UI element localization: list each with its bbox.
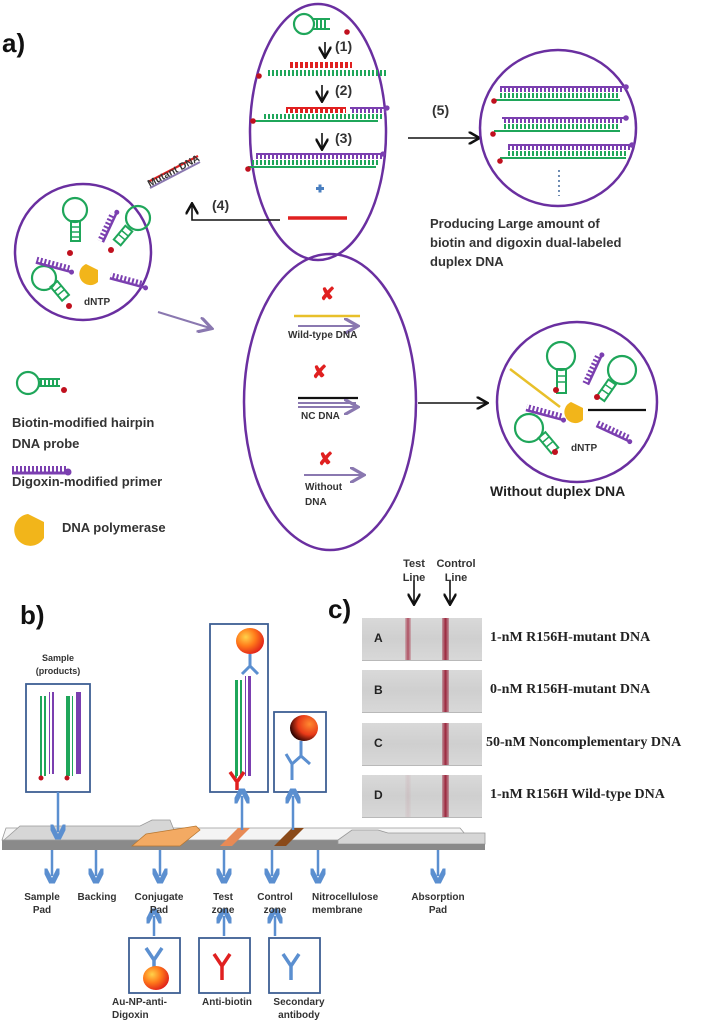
negative-controls-ellipse: ✘ ✘ ✘: [242, 252, 418, 552]
hairpin-probe-icon: [30, 264, 72, 309]
primer-icon: [35, 256, 75, 275]
test-line: [405, 775, 411, 817]
step-2-label: (2): [335, 82, 353, 98]
nc-dna-label: NC DNA: [301, 411, 340, 422]
plus-icon: [316, 184, 324, 193]
panel-c-label: c): [328, 594, 352, 624]
primer-icon: [109, 272, 149, 291]
control-zone-complex-box: [273, 711, 327, 793]
strip-letter: A: [374, 631, 383, 645]
control-line: [442, 618, 449, 660]
without-dna-label: Without DNA: [305, 482, 343, 508]
test-zone-complex-box: [209, 623, 269, 793]
sample-label: Sample (products): [35, 653, 81, 676]
dntp-label-2: dNTP: [571, 443, 598, 454]
reaction-ellipse: [245, 2, 390, 262]
legend-polymerase-label: DNA polymerase: [62, 520, 166, 535]
control-line: [442, 775, 449, 817]
strip-description: 1-nM R156H-mutant DNA: [490, 630, 651, 645]
reagent-box-au-np: [128, 916, 181, 994]
control-line: [442, 723, 449, 765]
test-strip-b: B: [362, 670, 482, 713]
reagent-label-au-np: Au-NP-anti-Digoxin: [112, 997, 167, 1021]
strip-description: 50-nM Noncomplementary DNA: [486, 735, 682, 750]
legend-primer-icon: [12, 466, 72, 476]
lateral-flow-strip: [1, 819, 486, 850]
product-caption: Producing Large amount of biotin and dig…: [430, 216, 622, 269]
wildtype-dna-label: Wild-type DNA: [288, 330, 358, 341]
step-1-label: (1): [335, 38, 353, 54]
reagent-box-anti-biotin: [198, 916, 251, 994]
control-line: [442, 670, 449, 712]
primer-icon: [97, 209, 120, 243]
strip-letter: C: [374, 736, 383, 750]
dntp-label: dNTP: [84, 297, 111, 308]
strip-letter: B: [374, 683, 383, 697]
test-strip-a: A: [362, 618, 482, 661]
legend-hairpin-icon: [15, 370, 67, 396]
test-strip-d: D: [362, 775, 482, 818]
test-strip-c: C: [362, 723, 482, 766]
hairpin-probe-icon: [292, 12, 350, 36]
strip-label-arrows: [52, 850, 438, 876]
polymerase-icon: [79, 264, 98, 286]
x-mark-icon: ✘: [320, 284, 335, 304]
product-circle: [478, 48, 638, 208]
hairpin-probe-icon: [108, 204, 152, 253]
no-product-caption: Without duplex DNA: [490, 483, 626, 499]
reagent-mix-circle: [13, 182, 153, 322]
reagent-label-anti-biotin: Anti-biotin: [202, 997, 252, 1008]
legend-polymerase-icon: [14, 514, 44, 546]
hairpin-probe-icon: [61, 196, 89, 256]
x-mark-icon: ✘: [312, 362, 327, 382]
step-5-label: (5): [432, 102, 450, 118]
step-4-label: (4): [212, 197, 230, 213]
strip-description: 1-nM R156H Wild-type DNA: [490, 787, 665, 802]
legend-primer-label: Digoxin-modified primer: [12, 474, 163, 489]
step4-arrow: [192, 205, 280, 221]
reagent-box-secondary-antibody: [269, 916, 321, 994]
sample-box: [25, 683, 91, 793]
strip-description: 0-nM R156H-mutant DNA: [490, 682, 651, 697]
step-3-label: (3): [335, 130, 353, 146]
test-line: [405, 618, 411, 660]
strip-letter: D: [374, 788, 383, 802]
x-mark-icon: ✘: [318, 449, 333, 469]
panel-b-label: b): [20, 600, 45, 630]
panel-a-label: a): [2, 28, 26, 58]
legend-hairpin-label: Biotin-modified hairpin DNA probe: [12, 415, 155, 451]
strip-label-backing: Backing: [77, 892, 117, 903]
no-product-circle: [495, 320, 659, 484]
